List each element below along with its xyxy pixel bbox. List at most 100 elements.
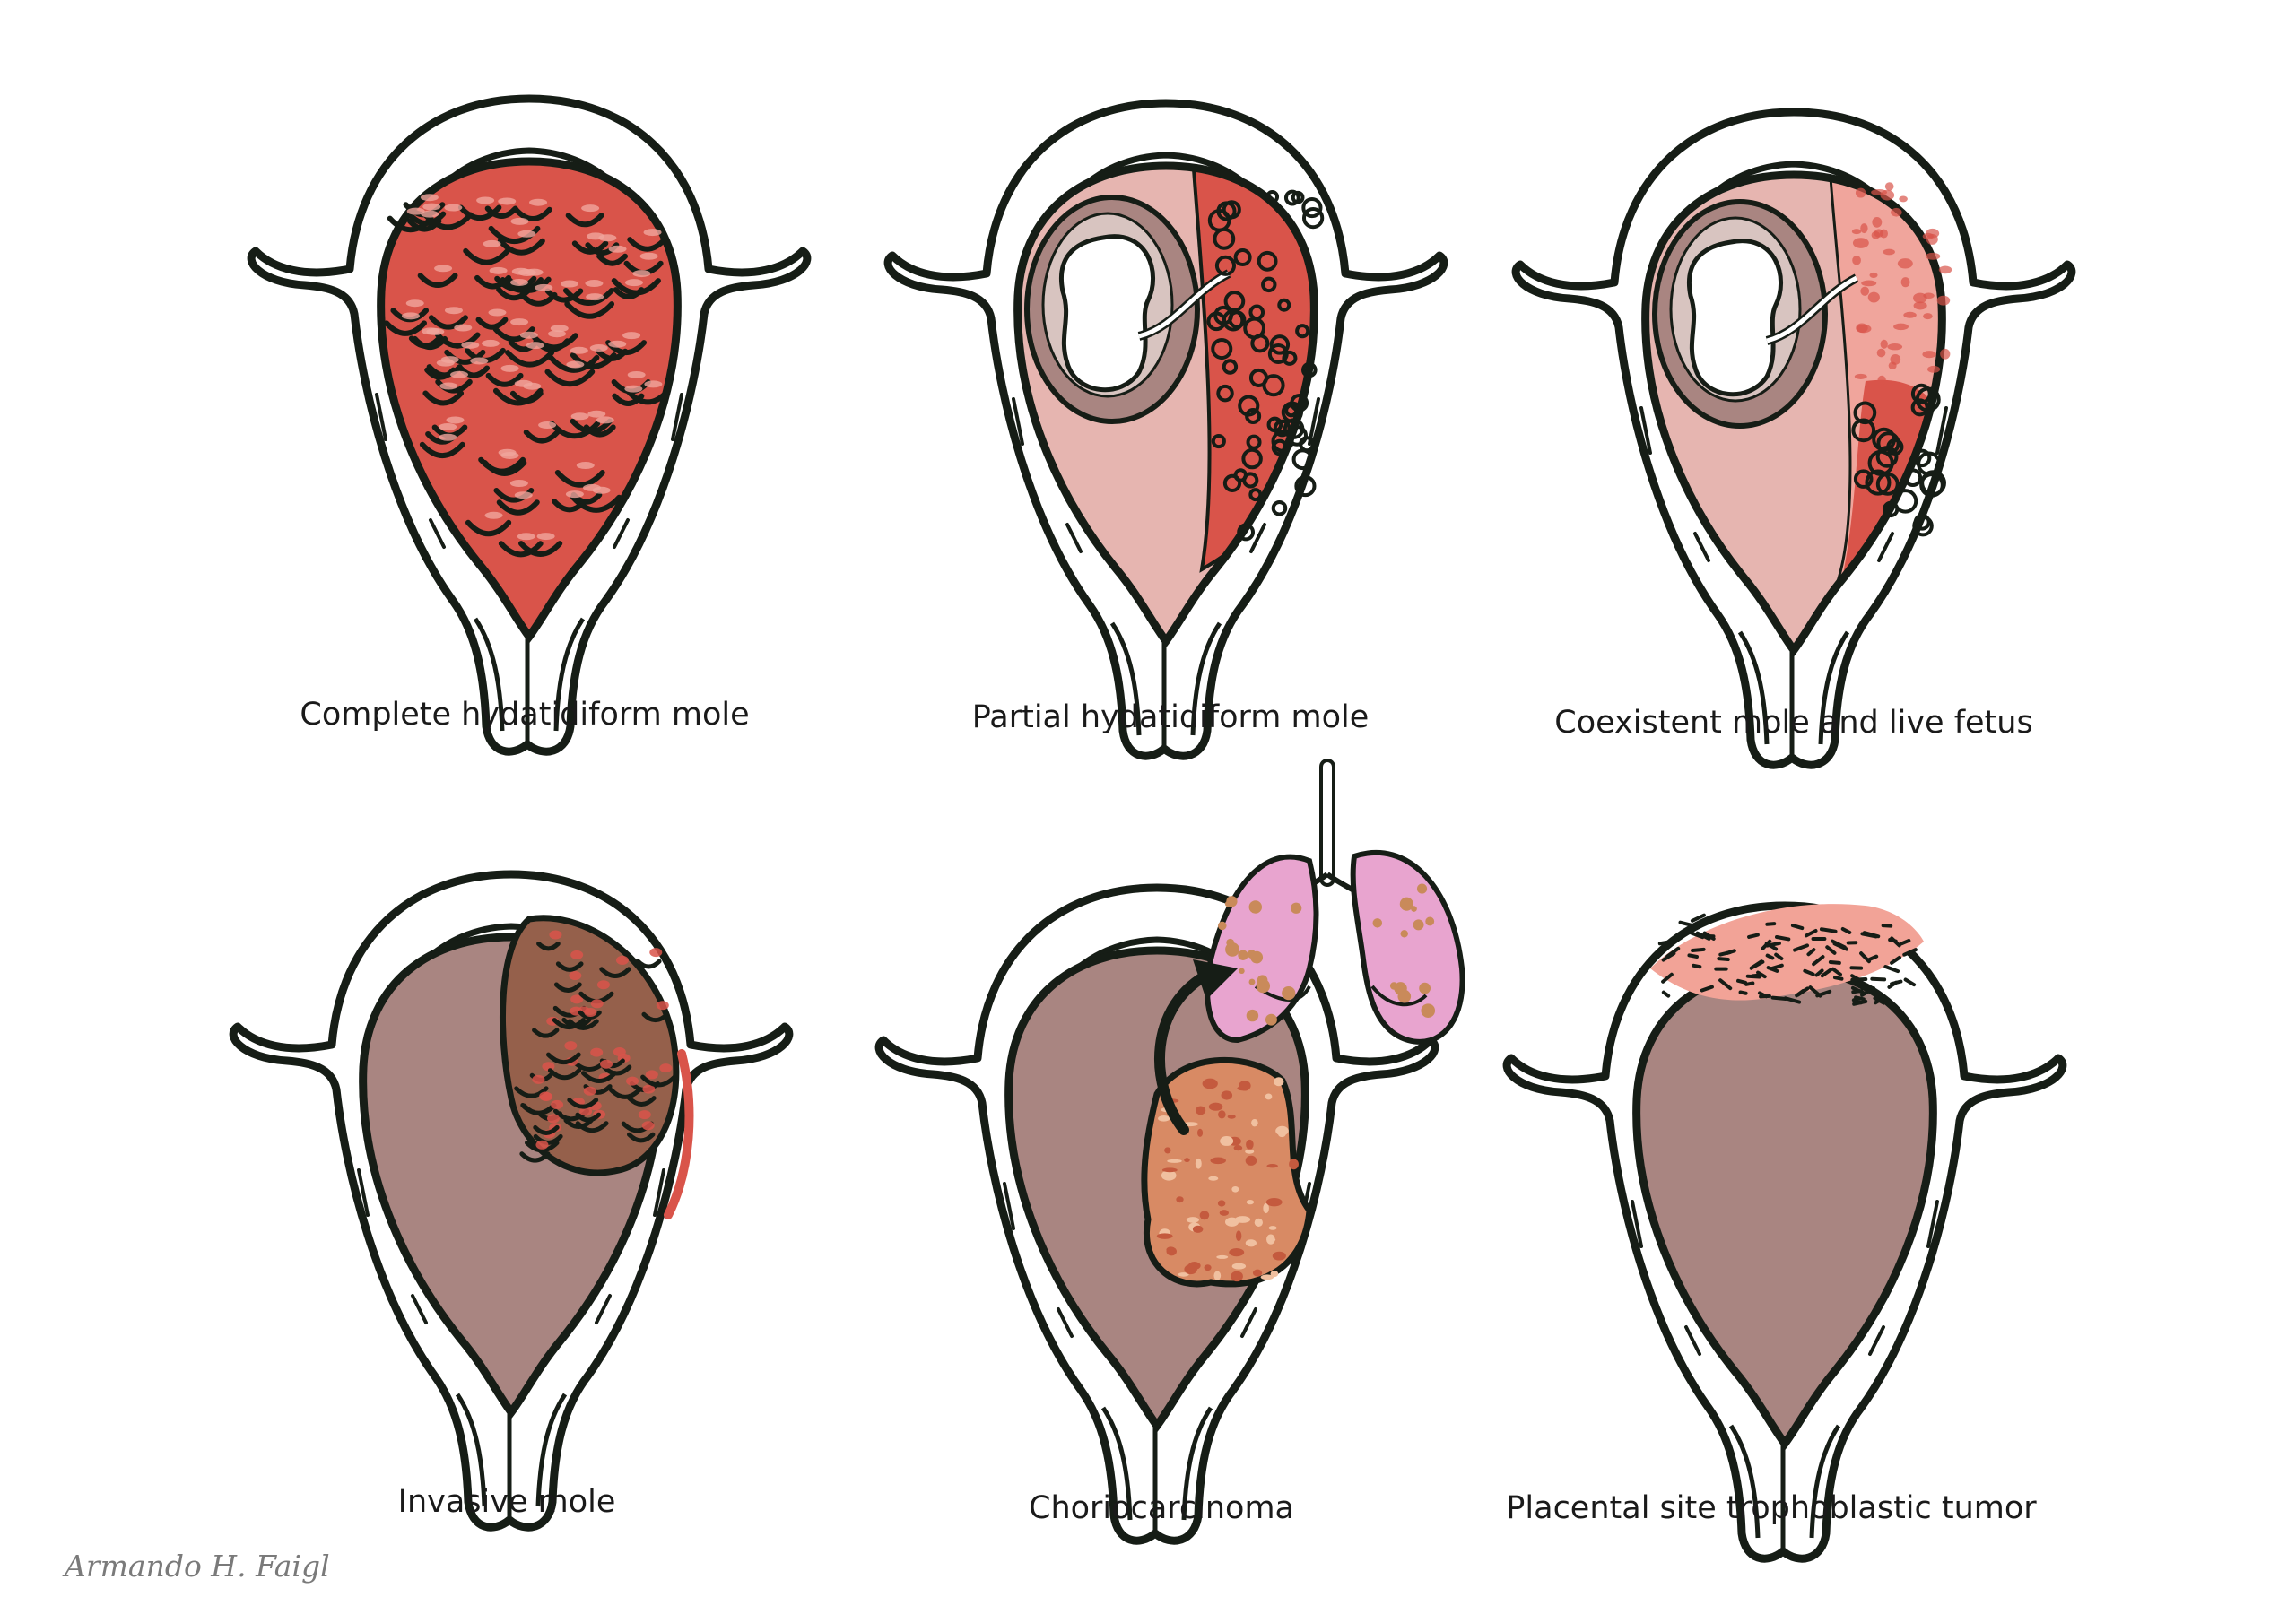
tumor-spot	[1229, 1248, 1245, 1257]
tumor-spot	[1178, 1272, 1189, 1277]
tumor-spot	[1233, 1145, 1243, 1151]
metastasis-spot	[1411, 906, 1417, 912]
metastasis-spot	[1265, 1013, 1277, 1026]
vesicle-arc	[626, 1132, 656, 1143]
mole-spot	[1877, 375, 1886, 385]
vesicle-highlight	[639, 252, 658, 260]
tumor-streak	[1718, 978, 1733, 991]
mole-spot	[1861, 280, 1877, 287]
vesicle-highlight	[622, 332, 641, 340]
tumor-blotch	[584, 1008, 597, 1018]
tumor-streak	[1765, 953, 1775, 960]
vesicle-highlight	[440, 356, 459, 364]
mole-spot	[1893, 323, 1909, 331]
vesicle-ring	[1912, 448, 1932, 468]
vesicle-arc	[406, 218, 442, 232]
tumor-spot	[1208, 1176, 1219, 1181]
tumor-blotch	[570, 994, 584, 1004]
vesicle-highlight	[450, 370, 469, 378]
metastasis-spot	[1239, 968, 1245, 975]
vesicle-highlight	[565, 490, 584, 499]
vesicle-highlight	[426, 327, 445, 335]
caption-complete-mole: Complete hydatidiform mole	[300, 697, 750, 733]
vesicle-ring	[1222, 359, 1239, 375]
tumor-spot	[1252, 1269, 1263, 1277]
vesicle-highlight	[420, 194, 439, 202]
vesicle-arc	[544, 369, 596, 387]
vesicle-arc	[635, 959, 662, 969]
mole-vesicles	[1851, 182, 1952, 537]
vesicle-arc	[546, 1052, 581, 1065]
vesicle-highlight	[439, 382, 458, 390]
vesicle-highlight	[509, 479, 528, 487]
vesicle-ring	[1282, 350, 1298, 366]
tumor-blotch	[600, 1059, 613, 1069]
vesicle-ring	[1216, 384, 1234, 403]
vesicle-highlight	[483, 239, 501, 247]
tumor-spot	[1235, 1230, 1242, 1242]
vesicle-arc	[435, 378, 473, 394]
vesicle-arc	[496, 286, 532, 301]
vesicle-highlight	[514, 491, 533, 499]
vesicle-arc	[519, 291, 558, 307]
vesicle-highlight	[510, 318, 529, 326]
tumor-spot	[1184, 1158, 1190, 1163]
mole-spot	[1891, 207, 1902, 217]
tumor-spot	[1268, 1226, 1277, 1230]
tumor-streak	[1700, 985, 1714, 993]
vesicle-ring	[1271, 499, 1288, 516]
tumor-streaks	[1657, 913, 1918, 1006]
tumor-blotch	[546, 1114, 560, 1124]
tumor-streak	[1825, 945, 1837, 955]
vesicle-arc	[383, 320, 427, 336]
tumor-streak	[1738, 990, 1748, 995]
tumor-streak	[1790, 924, 1805, 931]
tumor-spot	[1234, 1216, 1251, 1223]
metastasis-spot	[1397, 989, 1412, 1003]
vesicle-highlight	[538, 421, 557, 430]
tumor-spot	[1176, 1196, 1184, 1203]
vesicle-highlight	[461, 341, 480, 349]
tumor-streak	[1770, 995, 1787, 1001]
vesicle-highlight	[550, 325, 569, 333]
tumor-spot	[1227, 1115, 1236, 1119]
vesicle-ring	[1853, 401, 1877, 425]
tumor-spot	[1210, 1157, 1226, 1165]
vesicle-ring	[1273, 419, 1292, 438]
vesicle-arc	[555, 961, 584, 972]
mole-spot	[1860, 223, 1868, 234]
tumor-spot	[1220, 1136, 1234, 1146]
vesicle-arc	[513, 206, 552, 221]
metastasis-spot	[1413, 919, 1424, 931]
caption-invasive-mole: Invasive mole	[397, 1484, 616, 1520]
mole-spot	[1855, 187, 1866, 198]
vesicle-arc	[533, 1133, 563, 1145]
mole-spot	[1852, 256, 1861, 265]
vesicle-highlight	[517, 230, 536, 238]
tumor-spot	[1156, 1233, 1173, 1239]
vesicle-ring	[1851, 418, 1876, 443]
vesicle-highlight	[632, 270, 651, 278]
tumor-blotch	[570, 950, 584, 959]
mole-spot	[1856, 323, 1868, 334]
vesicle-ring	[1213, 227, 1236, 250]
vesicle-ring	[1301, 361, 1318, 378]
vesicle-ring	[1245, 407, 1262, 425]
tumor-streak	[1890, 979, 1903, 986]
vesicle-arc	[457, 365, 491, 378]
vesicle-ring	[1269, 334, 1291, 355]
tumor-spot	[1254, 1218, 1263, 1227]
vesicle-ring	[1910, 383, 1932, 404]
vesicle-ring	[1211, 338, 1233, 360]
tumor-spot	[1246, 1139, 1254, 1150]
vesicle-arc	[567, 1098, 599, 1109]
vesicle-arc	[529, 333, 578, 351]
tumor-streak	[1903, 977, 1917, 987]
mole-spot	[1897, 258, 1913, 269]
vesicle-highlight	[517, 269, 536, 277]
tumor-spot	[1186, 1217, 1199, 1223]
metastasis-spot	[1238, 950, 1248, 960]
vesicle-ring	[1248, 488, 1263, 502]
tumor-spot	[1245, 1239, 1257, 1247]
panel-partial-mole	[888, 103, 1444, 756]
